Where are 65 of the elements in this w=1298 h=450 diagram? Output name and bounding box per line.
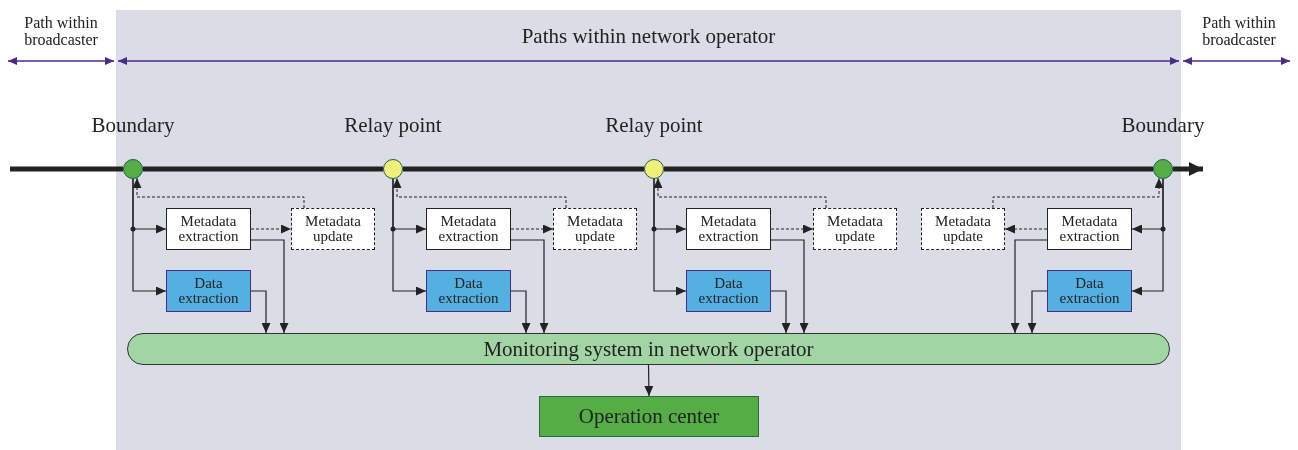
- node-label: Data extraction: [1058, 276, 1121, 306]
- region-label: Path within broadcaster: [23, 14, 99, 48]
- arrow: [653, 178, 687, 296]
- signal-path: [1173, 162, 1203, 176]
- node-label: Metadata update: [826, 214, 884, 244]
- node-label: Metadata extraction: [177, 214, 240, 244]
- arrow: [653, 177, 827, 209]
- process-box: [1047, 208, 1132, 250]
- region-title: Paths within network operator: [520, 24, 777, 49]
- node-label: Metadata extraction: [1058, 214, 1121, 244]
- arrow: [992, 177, 1164, 209]
- node-label: Data extraction: [697, 276, 760, 306]
- process-box: [686, 208, 771, 250]
- point-marker: [644, 159, 664, 179]
- arrow: [770, 239, 809, 334]
- point-marker: [1153, 159, 1173, 179]
- arrow: [770, 224, 814, 234]
- arrow: [1010, 239, 1048, 334]
- dashed-process-box: [813, 208, 897, 250]
- node-label: Data extraction: [177, 276, 240, 306]
- arrow: [770, 290, 791, 334]
- process-box: [539, 396, 759, 437]
- process-box: [426, 270, 511, 312]
- node-label: Metadata extraction: [697, 214, 760, 244]
- point-label: Boundary: [1120, 113, 1206, 138]
- arrow: [510, 239, 549, 334]
- dashed-process-box: [291, 208, 375, 250]
- arrow: [1004, 224, 1048, 234]
- arrow: [510, 224, 554, 234]
- signal-path: [143, 166, 383, 172]
- arrow: [392, 177, 567, 209]
- process-box: [166, 270, 251, 312]
- arrow: [1131, 178, 1164, 296]
- node-label: Metadata update: [304, 214, 362, 244]
- arrow: [250, 224, 292, 234]
- node-label: Operation center: [578, 404, 720, 429]
- process-box: [1047, 270, 1132, 312]
- signal-path: [10, 166, 123, 172]
- point-marker: [383, 159, 403, 179]
- point-label: Boundary: [90, 113, 176, 138]
- node-label: Data extraction: [437, 276, 500, 306]
- process-box: [686, 270, 771, 312]
- node-label: Metadata update: [934, 214, 992, 244]
- point-marker: [123, 159, 143, 179]
- dashed-process-box: [553, 208, 637, 250]
- arrow: [644, 364, 654, 397]
- node-label: Metadata update: [566, 214, 624, 244]
- node-label: Metadata extraction: [437, 214, 500, 244]
- arrow: [250, 239, 289, 334]
- process-box: [166, 208, 251, 250]
- arrow: [1027, 290, 1048, 334]
- system-bar: [127, 333, 1170, 365]
- arrow: [132, 178, 167, 296]
- point-label: Relay point: [343, 113, 443, 138]
- signal-path: [403, 166, 644, 172]
- arrow: [392, 178, 427, 296]
- arrow: [250, 290, 271, 334]
- arrow: [510, 290, 531, 334]
- point-label: Relay point: [604, 113, 704, 138]
- process-box: [426, 208, 511, 250]
- dashed-process-box: [921, 208, 1005, 250]
- signal-path: [664, 166, 1153, 172]
- region-label: Path within broadcaster: [1201, 14, 1277, 48]
- arrow: [132, 177, 305, 209]
- node-label: Monitoring system in network operator: [483, 336, 814, 362]
